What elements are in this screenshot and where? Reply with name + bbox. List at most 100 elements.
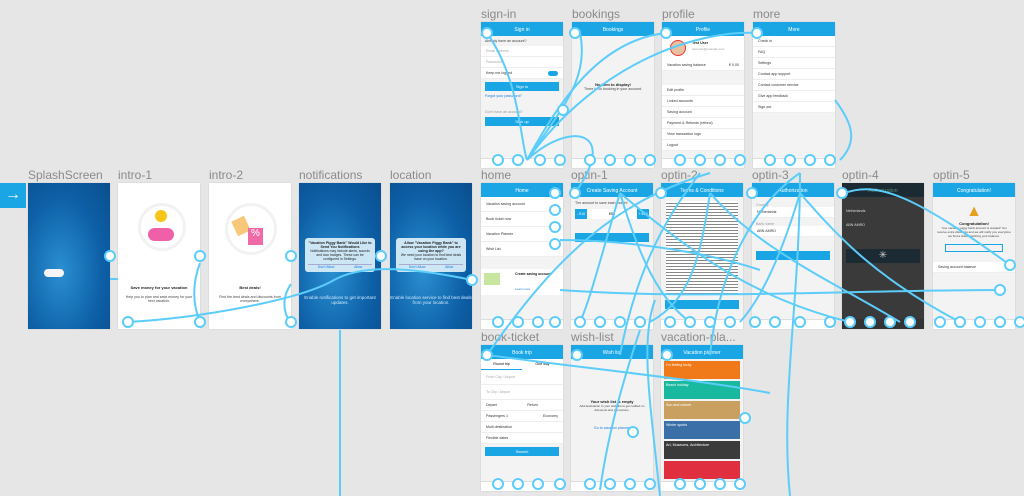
- vacation-planner-link[interactable]: Go to vacation planner: [593, 426, 631, 430]
- multi-destination-toggle[interactable]: Multi destination: [481, 422, 563, 433]
- outline-button[interactable]: [945, 244, 1003, 252]
- forgot-password-link[interactable]: Forgot your password?: [485, 94, 522, 98]
- artboard-label[interactable]: location: [390, 168, 432, 182]
- artboard-splashscreen[interactable]: [28, 183, 110, 329]
- artboard-optin-4[interactable]: Authorization Netherlands ABN AMRO ✳: [842, 183, 924, 329]
- flexible-dates-toggle[interactable]: Flexible dates: [481, 433, 563, 444]
- tab-bar[interactable]: [572, 158, 654, 168]
- home-item[interactable]: Wish List: [481, 242, 563, 257]
- artboard-optin-1[interactable]: Create Saving Account The amount to save…: [571, 183, 653, 329]
- tab-bar[interactable]: [481, 481, 563, 491]
- artboard-home[interactable]: Home Vacation saving account Book ticket…: [481, 183, 563, 329]
- artboard-optin-3[interactable]: Authorization Country Netherlands Bank n…: [752, 183, 834, 329]
- artboard-label[interactable]: book-ticket: [481, 330, 540, 344]
- allow-button[interactable]: Allow: [354, 265, 363, 269]
- dont-allow-button[interactable]: Don't Allow: [317, 265, 335, 269]
- sign-in-button[interactable]: Sign in: [485, 82, 559, 91]
- menu-item[interactable]: Contact customer service: [753, 80, 835, 91]
- menu-item[interactable]: FAQ: [753, 47, 835, 58]
- password-field[interactable]: Password: [481, 57, 563, 68]
- artboard-label[interactable]: more: [753, 7, 781, 21]
- tab-bar[interactable]: [571, 319, 653, 329]
- home-item[interactable]: Vacation Planner: [481, 227, 563, 242]
- bank-select[interactable]: ABN AMRO: [752, 226, 834, 237]
- from-field[interactable]: From City / Airport: [481, 370, 563, 385]
- hotspot-handle[interactable]: [1014, 316, 1024, 328]
- home-item[interactable]: Vacation saving account: [481, 197, 563, 212]
- menu-item[interactable]: Sign out: [753, 102, 835, 113]
- amount-stepper[interactable]: - €10 €50 + €10: [575, 209, 649, 219]
- planner-tile[interactable]: [664, 461, 740, 479]
- promo-card[interactable]: Create saving account Learn more: [481, 269, 563, 295]
- menu-item[interactable]: View transaction logs: [662, 129, 744, 140]
- planner-tile[interactable]: Beach holiday: [664, 381, 740, 399]
- menu-item[interactable]: Settings: [753, 58, 835, 69]
- tab-bar[interactable]: [661, 481, 743, 491]
- artboard-notifications[interactable]: "Vacation Piggy Bank" Would Like to Send…: [299, 183, 381, 329]
- planner-tile[interactable]: Winter sports: [664, 421, 740, 439]
- artboard-more[interactable]: More Check in FAQ Settings Contact app s…: [753, 22, 835, 168]
- menu-item[interactable]: Linked accounts: [662, 96, 744, 107]
- artboard-intro-2[interactable]: % Best deals! Find the best deals and di…: [209, 183, 291, 329]
- home-artboard-start-button[interactable]: →: [0, 183, 26, 208]
- artboard-label[interactable]: optin-2: [661, 168, 698, 182]
- menu-item[interactable]: Contact app support: [753, 69, 835, 80]
- artboard-label[interactable]: optin-1: [571, 168, 608, 182]
- menu-item[interactable]: Saving account: [662, 107, 744, 118]
- menu-item[interactable]: Give app feedback: [753, 91, 835, 102]
- artboard-label[interactable]: SplashScreen: [28, 168, 103, 182]
- authorize-button[interactable]: [756, 251, 830, 260]
- artboard-label[interactable]: intro-1: [118, 168, 153, 182]
- artboard-label[interactable]: optin-3: [752, 168, 789, 182]
- artboard-label[interactable]: optin-4: [842, 168, 879, 182]
- home-item[interactable]: Book ticket now: [481, 212, 563, 227]
- tab-bar[interactable]: [753, 158, 835, 168]
- tab-bar[interactable]: [481, 158, 563, 168]
- planner-tile[interactable]: I'm feeling lucky: [664, 361, 740, 379]
- artboard-sign-in[interactable]: Sign in Already have an account? Email a…: [481, 22, 563, 168]
- tab-bar[interactable]: [662, 158, 744, 168]
- artboard-wish-list[interactable]: Wish list Your wish list is empty Add de…: [571, 345, 653, 491]
- menu-item[interactable]: Check in: [753, 36, 835, 47]
- artboard-label[interactable]: sign-in: [481, 7, 517, 21]
- menu-item[interactable]: Payment & Refunds (refund): [662, 118, 744, 129]
- artboard-label[interactable]: vacation-pla...: [661, 330, 736, 344]
- artboard-label[interactable]: home: [481, 168, 512, 182]
- artboard-intro-1[interactable]: Save money for your vacation Help you to…: [118, 183, 200, 329]
- artboard-profile[interactable]: Profile Test User test.user@example.com …: [662, 22, 744, 168]
- artboard-bookings[interactable]: Bookings No item to display! There is no…: [572, 22, 654, 168]
- artboard-label[interactable]: wish-list: [571, 330, 614, 344]
- continue-button[interactable]: [575, 233, 649, 242]
- artboard-label[interactable]: intro-2: [209, 168, 244, 182]
- tab-bar[interactable]: [571, 481, 653, 491]
- menu-item[interactable]: Edit profile: [662, 85, 744, 96]
- menu-item[interactable]: Logout: [662, 140, 744, 151]
- keep-logged-toggle[interactable]: Keep me logged: [481, 68, 563, 79]
- artboard-label[interactable]: bookings: [572, 7, 621, 21]
- artboard-location[interactable]: Allow "Vacation Piggy Bank" to access yo…: [390, 183, 472, 329]
- tab-bar[interactable]: [933, 319, 1015, 329]
- tab-bar[interactable]: [661, 319, 743, 329]
- accept-button[interactable]: [665, 300, 739, 309]
- allow-button[interactable]: Allow: [445, 265, 454, 269]
- tab-bar[interactable]: [481, 319, 563, 329]
- artboard-label[interactable]: profile: [662, 7, 695, 21]
- country-select[interactable]: Netherlands: [752, 207, 834, 218]
- search-button[interactable]: Search: [485, 447, 559, 456]
- artboard-optin-5[interactable]: Congratulation! ▲ Congratulation! Your v…: [933, 183, 1015, 329]
- prototype-link[interactable]: [834, 99, 853, 161]
- email-field[interactable]: Email address: [481, 46, 563, 57]
- planner-tile[interactable]: Sun and culture: [664, 401, 740, 419]
- sign-up-button[interactable]: Sign up: [485, 117, 559, 126]
- tab-bar[interactable]: [752, 319, 834, 329]
- planner-tile[interactable]: Art, Museums, Architecture: [664, 441, 740, 459]
- dont-allow-button[interactable]: Don't Allow: [408, 265, 426, 269]
- artboard-optin-2[interactable]: Terms & Conditions: [661, 183, 743, 329]
- to-field[interactable]: To City / Airport: [481, 385, 563, 400]
- artboard-label[interactable]: notifications: [299, 168, 363, 182]
- artboard-label[interactable]: optin-5: [933, 168, 970, 182]
